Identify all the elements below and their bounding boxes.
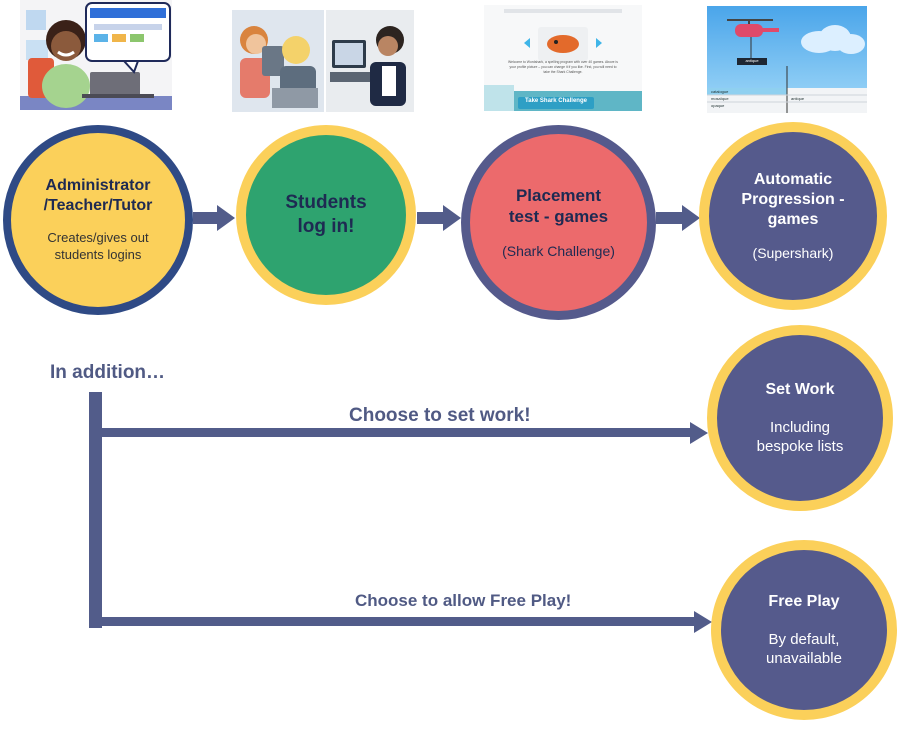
arrow-admin-to-students	[193, 205, 235, 231]
game-word-top: antique	[745, 58, 759, 63]
set-work-arrowhead	[690, 422, 708, 444]
set-work-title: Set Work	[765, 380, 835, 398]
placement-test-subtitle: (Shark Challenge)	[502, 242, 615, 259]
placement-test-title: Placement test - games	[508, 186, 609, 227]
students-circle: Students log in!	[236, 125, 416, 305]
shark-challenge-screenshot: Welcome to Wordshark, a spelling program…	[484, 5, 642, 111]
game-row-4: opaque	[711, 103, 725, 108]
game-row-2: mosaïque	[711, 96, 729, 101]
administrator-subtitle: Creates/gives out students logins	[47, 230, 149, 262]
in-addition-label: In addition…	[50, 362, 166, 383]
shark-welcome-text: Welcome to Wordshark, a spelling program…	[508, 60, 618, 75]
set-work-label: Choose to set work!	[349, 405, 531, 426]
free-play-subtitle: By default, unavailable	[766, 630, 842, 668]
arrow-placement-to-progression	[656, 205, 700, 231]
administrator-circle: Administrator /Teacher/Tutor Creates/giv…	[3, 125, 193, 315]
administrator-title: Administrator /Teacher/Tutor	[43, 177, 153, 215]
game-row-1: catalogue	[711, 89, 729, 94]
set-work-subtitle: Including bespoke lists	[756, 418, 844, 456]
free-play-arrow-shaft	[100, 617, 696, 626]
free-play-circle: Free Play By default, unavailable	[711, 540, 897, 720]
set-work-circle: Set Work Including bespoke lists	[707, 325, 893, 511]
automatic-progression-title: Automatic Progression - games	[741, 170, 845, 228]
take-shark-challenge-button: Take Shark Challenge	[525, 98, 587, 104]
placement-test-circle: Placement test - games (Shark Challenge)	[461, 125, 656, 320]
automatic-progression-circle: Automatic Progression - games (Supershar…	[699, 122, 887, 310]
automatic-progression-subtitle: (Supershark)	[752, 244, 834, 261]
set-work-arrow-shaft	[100, 428, 692, 437]
free-play-title: Free Play	[768, 592, 840, 610]
arrow-students-to-placement	[417, 205, 461, 231]
supershark-game-screenshot: antique catalogue mosaïque antique opaqu…	[707, 6, 867, 113]
free-play-label: Choose to allow Free Play!	[355, 591, 572, 610]
students-title: Students log in!	[285, 192, 367, 237]
branch-vertical-line	[89, 392, 102, 628]
game-row-3: antique	[791, 96, 805, 101]
free-play-arrowhead	[694, 611, 712, 633]
students-devices-illustration	[232, 10, 414, 112]
teacher-laptop-illustration	[20, 0, 172, 110]
